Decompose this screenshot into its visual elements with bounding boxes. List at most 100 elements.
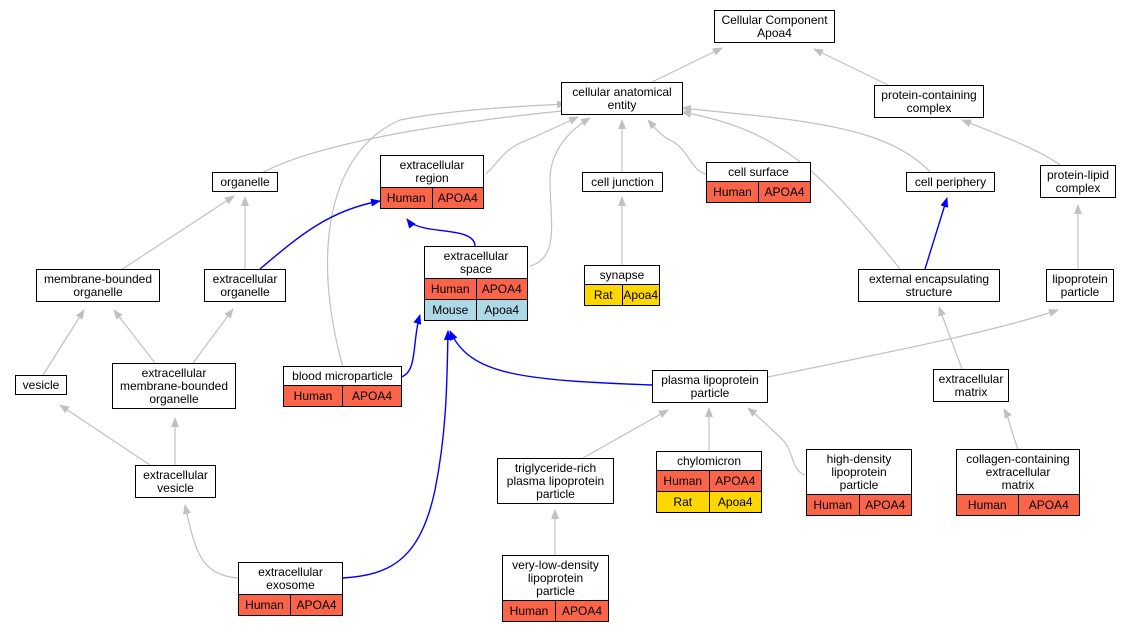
node-title-line: organelle (220, 175, 270, 189)
node-title-line: cellular anatomical (572, 85, 672, 99)
gene-label: APOA4 (555, 601, 608, 621)
edge-plc-pcc (961, 119, 1061, 166)
node-title-line: complex (1055, 181, 1101, 195)
node-title-line: extracellular (938, 372, 1004, 386)
node-title-line: particle (690, 386, 730, 400)
edge-ecr-cae (485, 116, 579, 175)
edge-bmp-ecs[interactable] (400, 314, 422, 378)
node-title-line: matrix (1001, 478, 1035, 492)
edge-ees-cae (681, 109, 901, 270)
node-title-line: extracellular (443, 249, 509, 263)
node-title-line: synapse (599, 268, 645, 282)
edge-ecs-ecr[interactable] (406, 218, 476, 247)
edge-plp-ecs[interactable] (449, 330, 653, 386)
node-title-line: collagen-containing (966, 452, 1070, 466)
gene-label: APOA4 (758, 182, 810, 202)
edge-embo-mbo (113, 309, 156, 364)
species-label: Human (967, 498, 1007, 512)
species-label: Rat (673, 495, 693, 509)
edge-ecs-cae (529, 117, 591, 267)
node-title-line: Apoa4 (757, 26, 792, 40)
node-title-line: membrane-bounded (119, 379, 229, 393)
node-title-line: complex (906, 101, 952, 115)
edge-hdl-plp (747, 407, 806, 476)
annotation-row: Human APOA4 (807, 494, 911, 515)
edge-mbo-organelle (120, 195, 235, 271)
node-cp[interactable]: cell periphery (906, 172, 995, 192)
gene-label: Apoa4 (475, 300, 528, 320)
node-title-line: membrane-bounded (43, 272, 153, 286)
node-title-line: matrix (954, 385, 988, 399)
node-title-line: organelle (220, 285, 270, 299)
species-label: Human (245, 598, 284, 612)
species-label: Human (293, 389, 333, 403)
node-title-line: very-low-density (512, 558, 599, 572)
node-title: blood microparticle (284, 367, 401, 385)
node-title-line: region (415, 171, 449, 185)
species-label: Human (813, 498, 853, 512)
edge-eco-ecr[interactable] (259, 198, 381, 270)
gene-label: APOA4 (858, 495, 912, 515)
node-title-line: particle (536, 487, 575, 501)
node-title-line: vesicle (157, 481, 194, 495)
node-title-line: entity (607, 98, 637, 112)
edge-pcc-root (813, 48, 889, 86)
edge-exo-ecs[interactable] (342, 330, 452, 579)
species-label: Human (386, 191, 426, 205)
edge-ees-cp[interactable] (924, 197, 949, 270)
node-title-line: extracellular (141, 366, 207, 380)
node-cj[interactable]: cell junction (582, 172, 663, 192)
node-ves[interactable]: vesicle (15, 375, 67, 395)
node-title: organelle (213, 173, 277, 191)
edge-plp-lpp (767, 309, 1059, 378)
node-title-line: triglyceride-rich (514, 461, 597, 475)
node-title-line: particle (536, 584, 575, 598)
node-title-line: extracellular (258, 565, 323, 579)
annotation-row: Human APOA4 (503, 600, 608, 621)
node-organelle[interactable]: organelle (212, 172, 278, 192)
node-title: cell periphery (907, 173, 994, 191)
species-label: Human (509, 604, 549, 618)
node-title-line: cell surface (728, 165, 789, 179)
gene-label: APOA4 (431, 188, 484, 208)
node-title-line: exosome (266, 578, 315, 592)
node-title: chylomicron (657, 452, 761, 470)
